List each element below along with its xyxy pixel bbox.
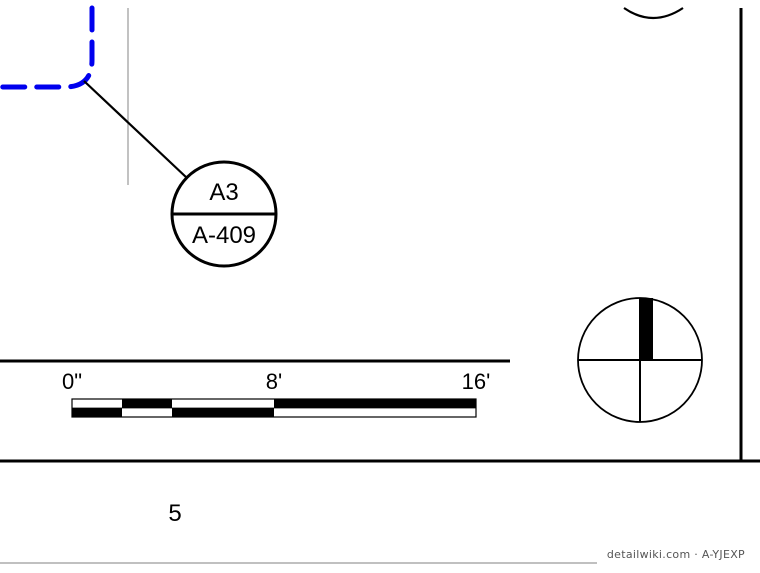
scale-label-sixteen: 16' [462,369,491,394]
callout-detail-number: A3 [209,179,238,206]
callout-sheet-number: A-409 [192,222,256,249]
graphic-scale-bar [71,398,477,418]
credit-text: detailwiki.com · A-YJEXP [607,548,745,561]
scale-segment [72,408,122,417]
scale-label-zero: 0" [62,369,82,394]
scale-segment [122,399,172,408]
arc-fragment [623,7,684,19]
view-number: 5 [168,500,181,527]
north-arrow-symbol [577,297,703,423]
blue-dashed-path [0,5,95,90]
scale-label-eight: 8' [266,369,282,394]
north-pointer [640,298,653,360]
callout-leader-line [83,80,188,179]
detail-callout[interactable]: A3 A-409 [170,160,278,268]
scale-segment [172,408,274,417]
scale-segment [274,399,476,408]
